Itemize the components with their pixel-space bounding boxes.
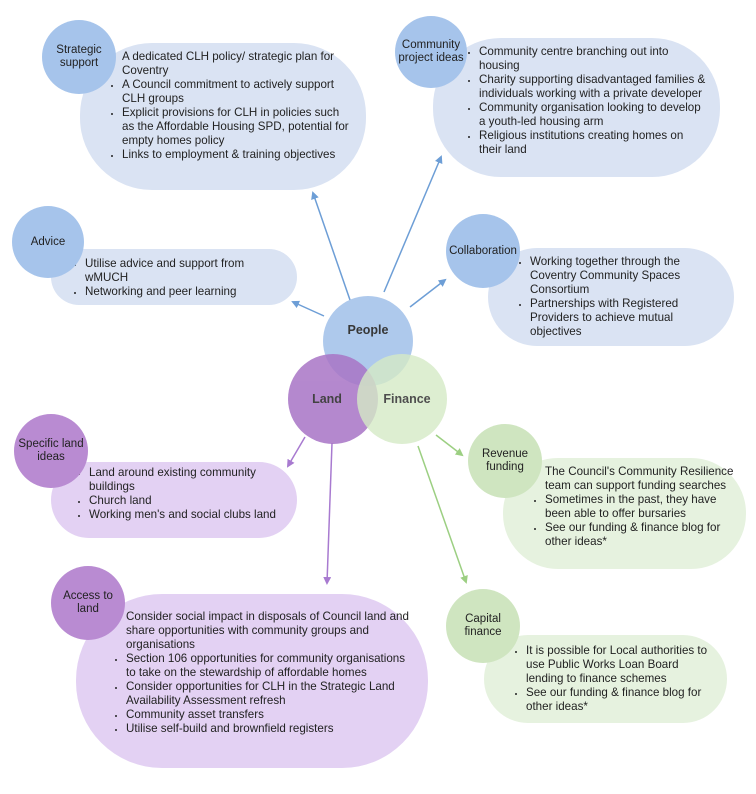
access-to-land-box: Consider social impact in disposals of C… xyxy=(76,594,428,768)
collaboration-circle: Collaboration xyxy=(446,214,520,288)
community-project-ideas-item: Community centre branching out into hous… xyxy=(479,45,706,73)
advice-title: Advice xyxy=(30,235,66,248)
advice-circle: Advice xyxy=(12,206,84,278)
community-project-ideas-item: Charity supporting disadvantaged familie… xyxy=(479,73,706,101)
access-to-land-item: Community asset transfers xyxy=(126,708,414,722)
revenue-funding-item: Sometimes in the past, they have been ab… xyxy=(545,493,734,521)
capital-finance-title: Capital finance xyxy=(464,613,502,638)
capital-finance-item: It is possible for Local authorities to … xyxy=(526,644,715,686)
arrow-people-to-advice xyxy=(291,300,325,317)
arrow-land-to-specific-land-ideas xyxy=(286,436,306,468)
arrow-people-to-collaboration xyxy=(409,278,447,308)
access-to-land-item: Utilise self-build and brownfield regist… xyxy=(126,722,414,736)
community-project-ideas-title: Community project ideas xyxy=(398,39,464,64)
revenue-funding-title: Revenue funding xyxy=(481,448,529,473)
collaboration-item: Working together through the Coventry Co… xyxy=(530,255,722,297)
arrow-people-to-strategic-support xyxy=(311,191,351,301)
revenue-funding-circle: Revenue funding xyxy=(468,424,542,498)
strategic-support-item: A Council commitment to actively support… xyxy=(122,78,350,106)
advice-box: Utilise advice and support from wMUCH Ne… xyxy=(51,249,297,305)
collaboration-item: Partnerships with Registered Providers t… xyxy=(530,297,722,339)
people-label: People xyxy=(347,323,389,337)
specific-land-ideas-title: Specific land ideas xyxy=(18,438,84,463)
specific-land-ideas-item: Church land xyxy=(89,494,285,508)
capital-finance-circle: Capital finance xyxy=(446,589,520,663)
strategic-support-item: Links to employment & training objective… xyxy=(122,148,350,162)
access-to-land-title: Access to land xyxy=(63,590,113,615)
strategic-support-box: A dedicated CLH policy/ strategic plan f… xyxy=(80,43,366,190)
specific-land-ideas-item: Land around existing community buildings xyxy=(89,466,285,494)
advice-item: Utilise advice and support from wMUCH xyxy=(85,257,285,285)
specific-land-ideas-item: Working men's and social clubs land xyxy=(89,508,285,522)
revenue-funding-item: See our funding & finance blog for other… xyxy=(545,521,734,549)
access-to-land-item: Section 106 opportunities for community … xyxy=(126,652,414,680)
strategic-support-item: A dedicated CLH policy/ strategic plan f… xyxy=(122,50,350,78)
strategic-support-item: Explicit provisions for CLH in policies … xyxy=(122,106,350,148)
finance-label: Finance xyxy=(383,392,431,406)
community-project-ideas-item: Community organisation looking to develo… xyxy=(479,101,706,129)
access-to-land-circle: Access to land xyxy=(51,566,125,640)
revenue-funding-item: The Council's Community Resilience team … xyxy=(545,465,734,493)
community-project-ideas-circle: Community project ideas xyxy=(395,16,467,88)
strategic-support-circle: Strategic support xyxy=(42,20,116,94)
arrow-people-to-community-project-ideas xyxy=(383,155,443,293)
specific-land-ideas-circle: Specific land ideas xyxy=(14,414,88,488)
capital-finance-item: See our funding & finance blog for other… xyxy=(526,686,715,714)
community-project-ideas-item: Religious institutions creating homes on… xyxy=(479,129,706,157)
specific-land-ideas-box: Land around existing community buildings… xyxy=(51,462,297,538)
access-to-land-item: Consider social impact in disposals of C… xyxy=(126,610,414,652)
collaboration-title: Collaboration xyxy=(449,244,517,257)
land-label: Land xyxy=(312,392,342,406)
community-project-ideas-box: Community centre branching out into hous… xyxy=(433,38,720,177)
capital-finance-box: It is possible for Local authorities to … xyxy=(484,635,727,723)
strategic-support-title: Strategic support xyxy=(56,44,102,69)
arrow-finance-to-revenue-funding xyxy=(435,434,464,457)
revenue-funding-box: The Council's Community Resilience team … xyxy=(503,458,746,569)
arrow-land-to-access-to-land xyxy=(323,442,333,585)
arrow-finance-to-capital-finance xyxy=(417,445,468,584)
access-to-land-item: Consider opportunities for CLH in the St… xyxy=(126,680,414,708)
collaboration-box: Working together through the Coventry Co… xyxy=(488,248,734,346)
advice-item: Networking and peer learning xyxy=(85,285,285,299)
finance-circle: Finance xyxy=(357,354,447,444)
